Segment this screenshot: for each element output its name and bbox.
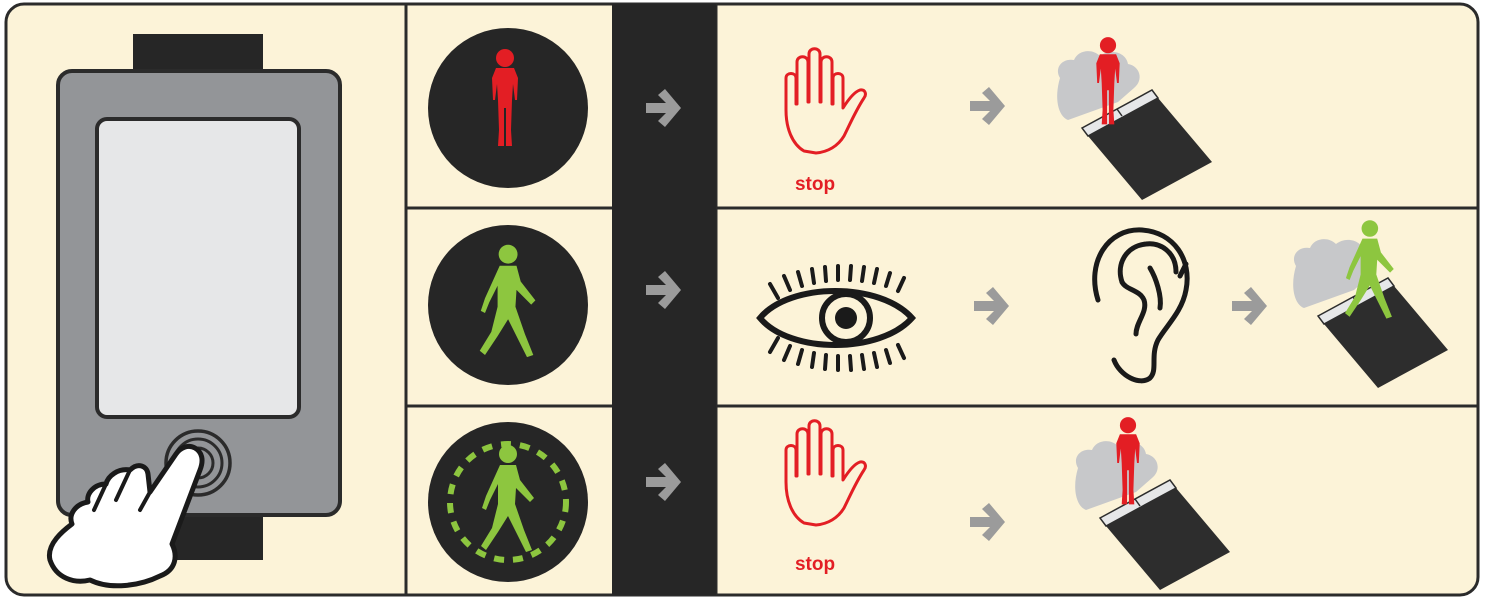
pedestrian-push-button-device-icon (58, 34, 340, 560)
flashing-green-walking-person-icon (428, 422, 588, 582)
green-walking-person-icon (428, 225, 588, 385)
red-standing-person-icon (428, 28, 588, 188)
stop-label: stop (795, 554, 835, 575)
stop-label: stop (795, 174, 835, 195)
